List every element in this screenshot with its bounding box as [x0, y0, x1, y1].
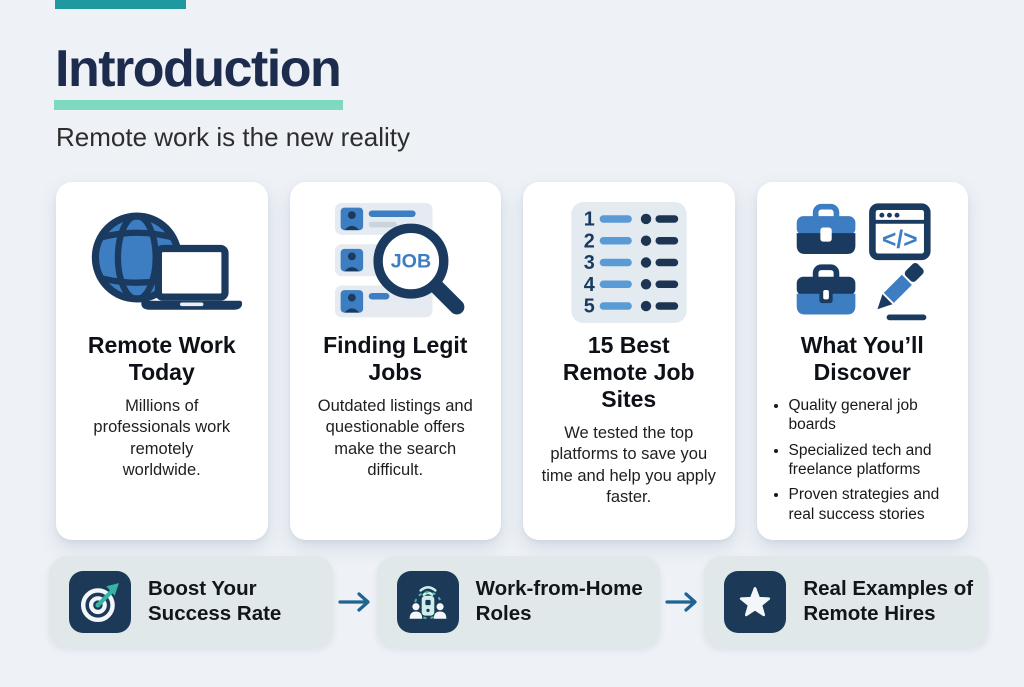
intro-cards: Remote Work Today Millions of profession…	[56, 182, 968, 541]
flow-label: Work-from-Home Roles	[475, 576, 643, 625]
page-title: Introduction	[54, 42, 344, 110]
flow-item-real-examples: Real Examples of Remote Hires	[704, 556, 989, 647]
top5-ranked-list-icon: 1 2 3 4 5	[533, 198, 725, 326]
rank-number: 4	[583, 273, 594, 295]
card-title: 15 Best Remote Job Sites	[562, 332, 695, 412]
card-title: Remote Work Today	[87, 332, 236, 385]
bullet-item: Quality general job boards	[789, 396, 959, 435]
flow-item-wfh-roles: Work-from-Home Roles	[376, 556, 661, 647]
card-finding-legit-jobs: JOB Finding Legit Jobs Outdated listings…	[289, 182, 501, 541]
job-search-magnifier-icon: JOB	[300, 198, 492, 326]
magnifier-job-text: JOB	[391, 251, 431, 273]
team-device-icon	[396, 570, 459, 633]
card-title: What You’ll Discover	[800, 332, 924, 385]
flow-arrow-icon	[665, 591, 699, 613]
card-body: Outdated listings and questionable offer…	[317, 396, 473, 480]
rank-number: 1	[583, 208, 594, 230]
discover-bullet-list: Quality general job boards Specialized t…	[769, 396, 959, 524]
rank-number: 3	[583, 252, 594, 274]
page-subtitle: Remote work is the new reality	[56, 122, 411, 152]
flow-item-boost-success: Boost Your Success Rate	[49, 556, 333, 647]
globe-laptop-icon	[66, 198, 258, 326]
briefcases-code-pen-icon: </>	[767, 198, 959, 326]
bullet-item: Proven strategies and real success stori…	[789, 485, 959, 524]
rank-number: 5	[583, 295, 594, 317]
pen-icon	[877, 262, 927, 320]
bullet-item: Specialized tech and freelance platforms	[789, 441, 959, 480]
card-title: Finding Legit Jobs	[323, 332, 468, 385]
accent-bar	[55, 0, 186, 9]
card-body: We tested the top platforms to save you …	[541, 423, 716, 507]
target-dart-icon	[69, 570, 131, 633]
flow-label: Boost Your Success Rate	[148, 576, 282, 625]
flow-label: Real Examples of Remote Hires	[803, 576, 974, 625]
card-what-youll-discover: </>	[756, 182, 968, 541]
flow-arrow-icon	[338, 591, 372, 613]
card-15-best-remote-job-sites: 1 2 3 4 5 1	[523, 182, 735, 541]
bottom-flow: Boost Your Success Rate Work-from-Home R…	[49, 556, 989, 647]
card-remote-work-today: Remote Work Today Millions of profession…	[56, 182, 268, 541]
code-window-icon: </>	[869, 202, 931, 260]
card-body: Millions of professionals work remotely …	[93, 396, 231, 480]
star-icon	[724, 570, 787, 633]
rank-number: 2	[583, 230, 594, 252]
code-glyph: </>	[882, 226, 918, 253]
